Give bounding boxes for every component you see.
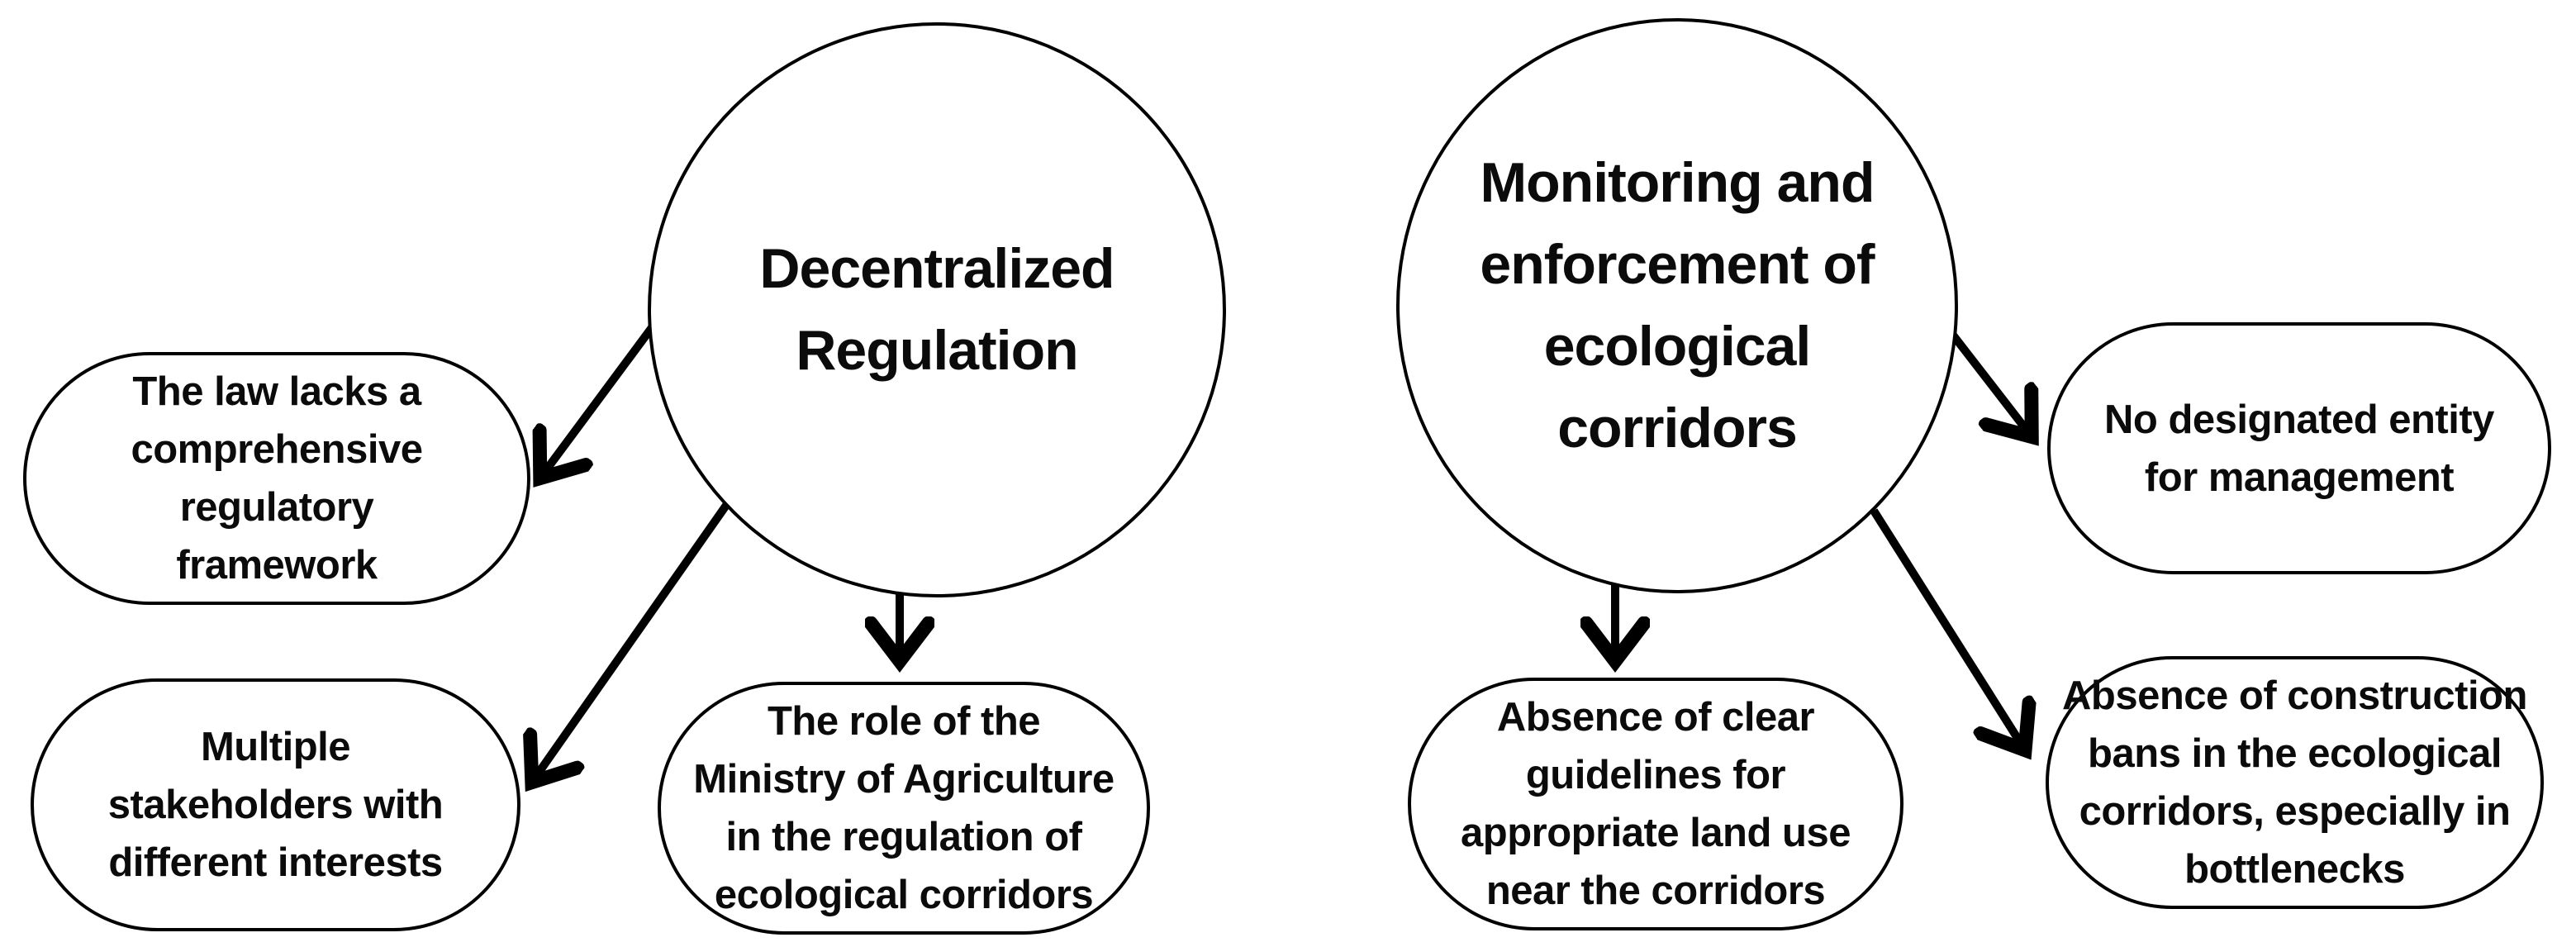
leaf-law-lacks-framework-label: The law lacks a comprehensive regulatory…	[131, 369, 424, 588]
leaf-absence-of-guidelines-label: Absence of clear guidelines for appropri…	[1461, 695, 1851, 913]
arrow-left-hub-to-stakeholders	[533, 502, 731, 781]
leaf-ministry-of-agriculture-role: The role of the Ministry of Agriculture …	[658, 682, 1150, 935]
leaf-absence-of-construction-bans-label: Absence of construction bans in the ecol…	[2062, 673, 2527, 892]
hub-monitoring-enforcement-label: Monitoring and enforcement of ecological…	[1480, 151, 1875, 459]
hub-decentralized-regulation: Decentralized Regulation	[648, 22, 1226, 597]
leaf-no-designated-entity-label: No designated entity for management	[2104, 397, 2494, 500]
arrow-right-hub-to-no-entity	[1940, 319, 2031, 435]
leaf-law-lacks-framework: The law lacks a comprehensive regulatory…	[23, 352, 530, 605]
arrow-left-hub-to-law-framework	[541, 324, 657, 477]
leaf-ministry-of-agriculture-role-label: The role of the Ministry of Agriculture …	[693, 699, 1115, 917]
arrow-right-hub-to-construction-bans	[1870, 508, 2024, 749]
leaf-absence-of-guidelines: Absence of clear guidelines for appropri…	[1408, 678, 1903, 930]
leaf-multiple-stakeholders: Multiple stakeholders with different int…	[31, 678, 520, 931]
leaf-multiple-stakeholders-label: Multiple stakeholders with different int…	[107, 725, 444, 885]
hub-decentralized-regulation-label: Decentralized Regulation	[759, 237, 1115, 382]
hub-monitoring-enforcement: Monitoring and enforcement of ecological…	[1396, 18, 1958, 593]
leaf-no-designated-entity: No designated entity for management	[2047, 322, 2551, 574]
leaf-absence-of-construction-bans: Absence of construction bans in the ecol…	[2046, 656, 2544, 909]
